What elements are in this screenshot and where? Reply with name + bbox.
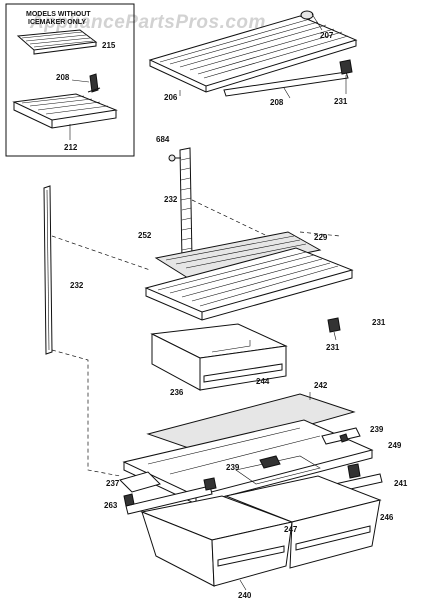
label-208-trim: 208	[270, 98, 284, 107]
part-208-trim	[223, 71, 349, 99]
label-263: 263	[104, 501, 118, 510]
part-232-ladder-rail	[179, 147, 193, 261]
part-215-drawing	[16, 29, 98, 55]
inset-box: MODELS WITHOUT ICEMAKER ONLY 215 208 212	[5, 3, 135, 157]
part-237-end-cap	[119, 471, 217, 493]
part-263-end-cap	[123, 493, 135, 507]
watermark: AppliancePartsPros.com	[29, 12, 266, 33]
part-207-drawing	[300, 10, 323, 31]
part-212-drawing	[12, 93, 118, 140]
label-252: 252	[138, 231, 152, 240]
part-239-brackets	[321, 427, 361, 445]
part-208-inset-drawing	[71, 73, 101, 93]
label-231-right: 231	[372, 318, 386, 327]
part-249-clip	[347, 463, 361, 479]
label-240: 240	[238, 591, 252, 600]
label-212: 212	[64, 143, 78, 152]
label-208-inset: 208	[56, 73, 70, 82]
label-232-left: 232	[70, 281, 84, 290]
label-215: 215	[102, 41, 116, 50]
label-237: 237	[106, 479, 120, 488]
part-232-left-rail	[43, 185, 53, 355]
part-236-drawer	[150, 323, 288, 391]
part-240-left-crisper	[140, 495, 294, 587]
part-229-shelf-frame	[144, 247, 354, 321]
label-231-mid: 231	[326, 343, 340, 352]
label-244: 244	[256, 377, 270, 386]
inset-title-line2: ICEMAKER ONLY	[28, 19, 86, 26]
inset-title-line1: MODELS WITHOUT	[26, 11, 91, 18]
part-684-screw	[168, 154, 181, 162]
label-207: 207	[320, 31, 334, 40]
label-239-right: 239	[370, 425, 384, 434]
part-252-glass-shelf	[154, 231, 322, 279]
part-240-right-crisper	[224, 475, 382, 569]
label-206: 206	[164, 93, 178, 102]
label-229: 229	[314, 233, 328, 242]
label-242: 242	[314, 381, 328, 390]
alignment-lines	[51, 199, 341, 477]
label-236: 236	[170, 388, 184, 397]
label-232-upper: 232	[164, 195, 178, 204]
label-241-right: 241	[394, 479, 408, 488]
part-231-top-clip	[339, 59, 353, 94]
part-231-mid-clip	[327, 317, 341, 341]
label-684: 684	[156, 135, 170, 144]
label-246: 246	[380, 513, 394, 522]
label-247: 247	[284, 525, 298, 534]
label-231-top: 231	[334, 97, 348, 106]
label-239-center: 239	[226, 463, 240, 472]
label-249: 249	[388, 441, 402, 450]
part-206-top-shelf	[148, 15, 358, 96]
